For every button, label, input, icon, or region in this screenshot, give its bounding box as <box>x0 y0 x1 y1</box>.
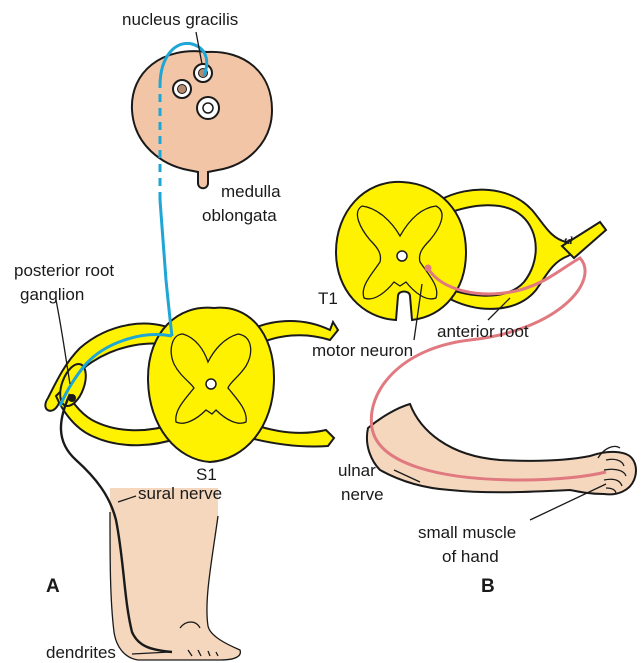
central-canal <box>197 97 219 119</box>
label-medulla-line2: oblongata <box>202 206 277 225</box>
label-anterior-root: anterior root <box>437 322 529 341</box>
label-t1: T1 <box>318 289 338 308</box>
s1-central-canal <box>206 379 216 389</box>
panel-label-a: A <box>46 576 60 597</box>
leg-and-foot <box>110 488 240 660</box>
label-motor-neuron: motor neuron <box>312 341 413 360</box>
label-s1: S1 <box>196 465 217 484</box>
label-ulnar-line2: nerve <box>341 485 384 504</box>
spinal-cord-s1 <box>45 308 338 462</box>
label-small-muscle-line1: small muscle <box>418 523 516 542</box>
label-posterior-root-line2: ganglion <box>20 285 84 304</box>
label-sural-nerve: sural nerve <box>138 484 222 503</box>
ganglion-cell-body <box>68 394 76 402</box>
medulla-nucleus-right <box>194 64 212 82</box>
t1-central-canal <box>397 251 407 261</box>
panel-label-b: B <box>481 576 495 597</box>
label-medulla-line1: medulla <box>221 182 281 201</box>
label-dendrites: dendrites <box>46 643 116 662</box>
label-posterior-root-line1: posterior root <box>14 261 114 280</box>
label-ulnar-line1: ulnar <box>338 461 376 480</box>
label-small-muscle-line2: of hand <box>442 547 499 566</box>
spinal-cord-t1 <box>336 182 606 320</box>
medulla-oblongata <box>132 51 272 188</box>
medulla-nucleus-left <box>173 80 191 98</box>
artist-signature: td <box>564 235 573 247</box>
motor-neuron-cell <box>425 265 432 272</box>
label-nucleus-gracilis: nucleus gracilis <box>122 10 238 29</box>
